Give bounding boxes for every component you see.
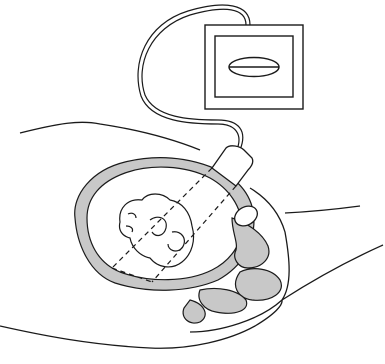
- fetus-body: [119, 194, 193, 267]
- back-line: [20, 122, 200, 150]
- fetus-icon: [119, 194, 193, 267]
- thigh-line: [285, 206, 360, 213]
- bladder: [236, 269, 282, 301]
- ultrasound-monitor-icon: [205, 25, 303, 109]
- leg-line: [282, 245, 383, 300]
